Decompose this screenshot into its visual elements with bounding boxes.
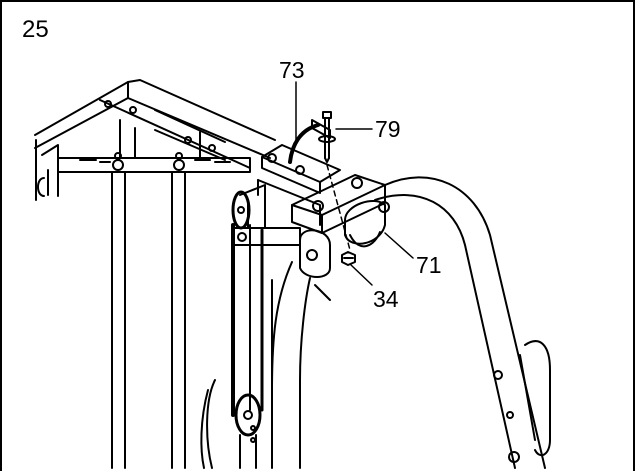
bracket-71	[291, 174, 390, 278]
step-number: 25	[22, 16, 49, 43]
curved-arm	[271, 176, 551, 469]
pulley-bracket	[231, 184, 301, 246]
callout-79: 79	[375, 116, 401, 142]
lower-pulley	[234, 393, 262, 469]
frame-top-beams	[34, 79, 276, 201]
frame-lower-lines	[200, 379, 216, 469]
callout-34: 34	[373, 286, 399, 312]
callout-71: 71	[416, 252, 442, 278]
cable	[231, 223, 273, 421]
leader-lines	[295, 81, 414, 286]
frame-uprights	[111, 171, 186, 469]
top-mount-plate	[257, 144, 341, 226]
cable-end-73	[288, 119, 331, 164]
nut-34	[341, 251, 356, 266]
callout-73: 73	[279, 57, 305, 83]
